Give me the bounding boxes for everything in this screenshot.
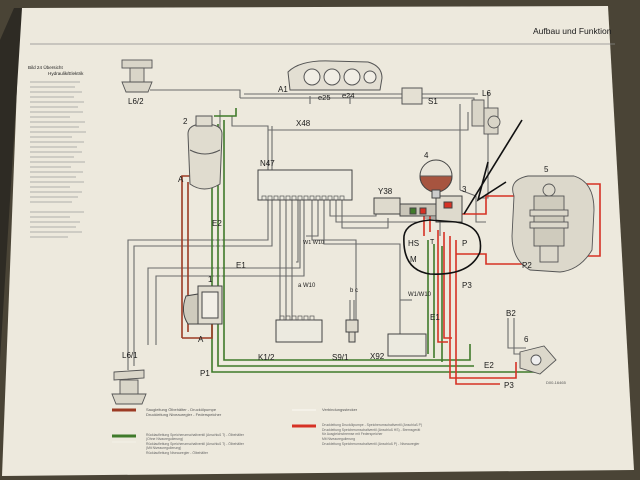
legend-red-2: Druckleitung Speicherumschaltventil (Ans… (322, 428, 420, 432)
level-control-unit (511, 175, 595, 273)
label-S1: S1 (428, 97, 438, 106)
label-E2-right: E2 (484, 361, 494, 370)
label-a-W10: a W10 (298, 283, 316, 289)
label-E2-left: E2 (212, 219, 222, 228)
label-e24: e24 (342, 91, 355, 100)
label-K1-2: K1/2 (258, 353, 275, 362)
handdrawn-annotation (403, 119, 523, 275)
legend-brown-2: Druckleitung Niveauregler - Federspeiche… (146, 412, 222, 417)
label-N47: N47 (260, 159, 275, 168)
connector-x92 (387, 333, 427, 357)
label-5: 5 (544, 165, 549, 174)
legend-green-3: Rücklaufleitung Speicherumschaltventil (… (146, 442, 245, 446)
legend-green-2: (Ohne Nivauregulierung) (146, 437, 183, 441)
legend-white-1: Verbindungsstecker (322, 407, 358, 412)
label-3: 3 (462, 185, 467, 194)
sensor-l6-2 (121, 59, 153, 93)
label-P3-bottom: P3 (504, 381, 514, 390)
label-E1-right: E1 (430, 313, 440, 322)
label-T: T (430, 239, 435, 246)
switch-s1 (401, 87, 423, 105)
label-L6: L6 (482, 89, 491, 98)
label-B2: B2 (506, 309, 516, 318)
label-P1: P1 (200, 369, 210, 378)
label-M: M (410, 255, 417, 264)
control-unit-n47 (257, 169, 353, 201)
label-X48: X48 (296, 119, 311, 128)
label-A-bottom: A (198, 335, 204, 344)
legend-red-3: für Ausgleichsbremse mit Federspeicher (322, 432, 383, 436)
sensor-l6 (471, 99, 501, 135)
label-E1-left: E1 (236, 261, 246, 270)
label-A1: A1 (278, 85, 288, 94)
label-6: 6 (524, 335, 529, 344)
legend-brown-1: Saugleitung Ölbehälter - Druckölpumpe (146, 407, 217, 412)
label-e25: e25 (318, 93, 331, 102)
label-b-c: b c (350, 288, 358, 294)
legend-red-5: Druckleitung Speicherumschaltventil (Ans… (322, 442, 420, 446)
label-W1-W10-mid: W1 W10 (303, 240, 324, 246)
label-P3-right: P3 (462, 281, 472, 290)
figure-code: D00-16465 (546, 380, 567, 385)
label-P2: P2 (522, 261, 532, 270)
label-X92: X92 (370, 352, 385, 361)
legend-red-1: Druckleitung Druckölpumpe - Speicherumsc… (322, 423, 422, 427)
label-HS: HS (408, 239, 419, 248)
legend-red-4: Mit Niveauregulierung (322, 437, 355, 441)
brake-unit-6 (519, 345, 557, 375)
instrument-cluster-a1 (287, 60, 383, 91)
label-L6-2: L6/2 (128, 97, 144, 106)
legend-green-4: (Mit Niveauregulierung) (146, 446, 181, 450)
label-A-top: A (178, 175, 184, 184)
label-2: 2 (183, 117, 188, 126)
oil-reservoir (187, 115, 223, 190)
label-L6-1: L6/1 (122, 351, 138, 360)
relay-k1-2 (275, 315, 323, 343)
legend-green-1: Rücklaufleitung Speicherumschaltventil (… (146, 433, 245, 437)
label-W1-W10-right: W1/W10 (408, 292, 432, 298)
label-S9-1: S9/1 (332, 353, 349, 362)
label-P-valve: P (462, 239, 467, 248)
label-4: 4 (424, 151, 429, 160)
page-header-title: Aufbau und Funktion (533, 26, 612, 36)
pressure-accumulator (419, 159, 453, 199)
oil-pump (182, 285, 223, 325)
legend (112, 408, 316, 443)
figure-caption-line1: Bild 24 Übersicht (28, 64, 63, 70)
figure-caption-line2: Hydraulik/Elektrik (48, 71, 84, 76)
switch-s9-1 (345, 319, 359, 343)
sensor-l6-1 (111, 369, 147, 405)
component-list (30, 81, 86, 238)
label-1: 1 (208, 275, 213, 284)
label-Y38: Y38 (378, 187, 393, 196)
legend-green-5: Rücklaufleitung Niveauregler - Ölbehälte… (146, 451, 209, 455)
